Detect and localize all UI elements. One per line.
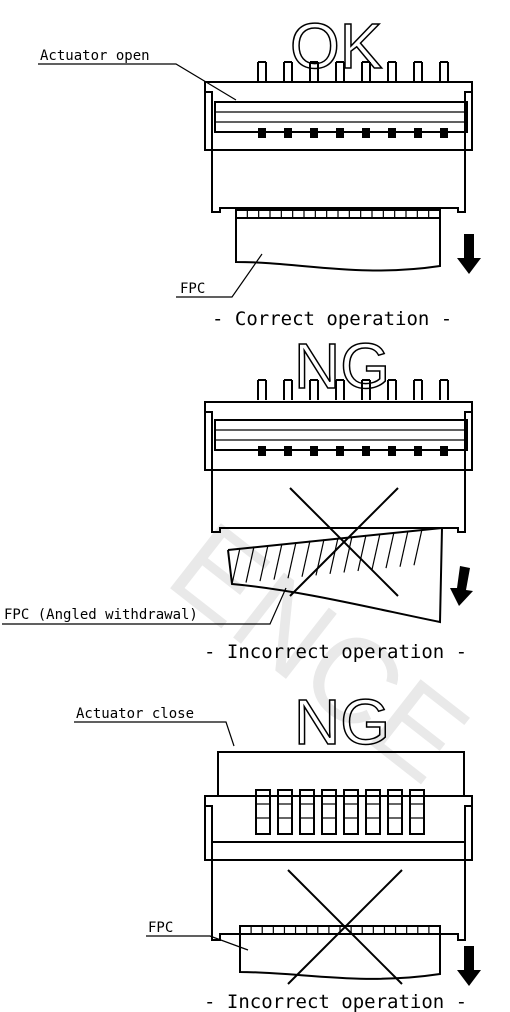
contact-pin — [387, 61, 397, 82]
leader-fpc-angled — [2, 587, 287, 625]
fpc-stripe — [301, 540, 311, 577]
actuator-bar — [214, 419, 468, 451]
panel-ok: OK Actuator open FPC - Correct operation… — [38, 9, 481, 330]
contact-pin-locked — [409, 789, 425, 835]
verdict-ng-1: NG — [294, 330, 390, 402]
pull-down-arrow-icon — [457, 234, 481, 274]
contact-pin — [335, 61, 345, 82]
contact-pin-locked — [365, 789, 381, 835]
fpc-cable-angled — [227, 527, 443, 624]
connector-side-right — [465, 92, 473, 151]
contact-pin — [335, 379, 345, 400]
fpc-stripe — [287, 542, 297, 579]
contact-pin-locked — [299, 789, 315, 835]
leader-fpc-1 — [176, 253, 263, 298]
contact-pin — [309, 379, 319, 400]
caption-incorrect-1: - Incorrect operation - — [204, 641, 467, 663]
verdict-ng-2: NG — [294, 686, 390, 758]
connector-body — [204, 81, 473, 213]
contact-pin — [257, 379, 267, 400]
connector-side-left — [204, 92, 212, 151]
contact-pin-locked — [255, 789, 271, 835]
connector-body — [204, 795, 473, 941]
pull-down-arrow-icon — [457, 946, 481, 986]
contact-pin — [361, 379, 371, 400]
fpc-stripe — [357, 534, 367, 572]
fpc-stripe — [343, 536, 353, 573]
leader-fpc-3 — [146, 935, 249, 951]
fpc-stripe — [399, 530, 409, 567]
contact-pin — [413, 61, 423, 82]
pull-angled-arrow-icon — [450, 566, 473, 606]
contact-pin — [257, 61, 267, 82]
contact-pin-locked — [343, 789, 359, 835]
fpc-contacts — [235, 209, 441, 219]
fpc-stripe — [329, 537, 339, 575]
fpc-cable — [235, 208, 441, 272]
label-fpc-1: FPC — [180, 281, 205, 297]
fpc-stripe — [245, 546, 255, 583]
contact-pin — [413, 379, 423, 400]
contact-pin — [309, 61, 319, 82]
fpc-stripe — [413, 529, 423, 566]
connector-closed — [204, 751, 473, 985]
fpc-cable — [239, 934, 441, 980]
contact-pin-locked — [321, 789, 337, 835]
connector-open-2 — [204, 379, 473, 624]
fpc-stripe — [273, 543, 283, 580]
caption-correct: - Correct operation - — [212, 308, 452, 330]
fpc-contacts-angled — [231, 529, 423, 585]
actuator-bar — [214, 101, 468, 133]
contact-pin — [439, 379, 449, 400]
panel-ng-angled: NG FPC (Angled withdrawal) - Incorrect o… — [2, 329, 473, 663]
connector-open-1 — [204, 61, 473, 272]
contact-pin — [361, 61, 371, 82]
label-actuator-close: Actuator close — [76, 706, 194, 722]
connector-pins-locked — [255, 789, 425, 835]
contact-pin — [387, 379, 397, 400]
contact-pin — [439, 61, 449, 82]
caption-incorrect-2: - Incorrect operation - — [204, 991, 467, 1012]
contact-pin — [283, 61, 293, 82]
contact-pin-locked — [277, 789, 293, 835]
connector-body — [204, 401, 473, 533]
leader-actuator-open — [38, 63, 237, 101]
label-fpc-3: FPC — [148, 920, 173, 936]
fpc-stripe — [385, 532, 395, 569]
label-actuator-open: Actuator open — [40, 48, 150, 64]
fpc-stripe — [371, 533, 381, 570]
panel-ng-closed: NG Actuator close FPC - Incorrect operat… — [74, 685, 481, 1012]
fpc-stripe — [259, 544, 269, 582]
contact-pin-locked — [387, 789, 403, 835]
leader-actuator-close — [74, 721, 235, 747]
fpc-stripe — [231, 547, 241, 585]
contact-pin — [283, 379, 293, 400]
label-fpc-angled: FPC (Angled withdrawal) — [4, 607, 198, 623]
